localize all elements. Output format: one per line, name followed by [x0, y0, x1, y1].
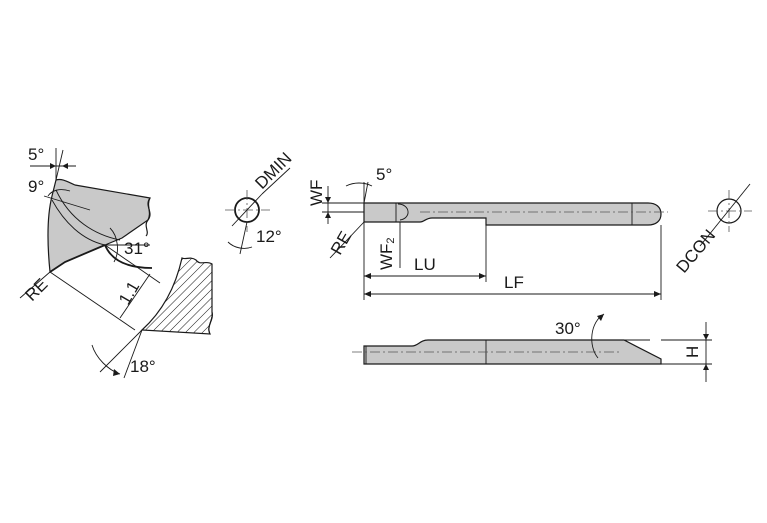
angle-5-line-top: [363, 181, 369, 204]
tool-shank-top: [363, 202, 662, 226]
length-dim-line: [119, 273, 151, 319]
lu-label: LU: [414, 255, 436, 274]
wf-label: WF: [307, 180, 326, 206]
dcon-label: DCON: [673, 226, 720, 277]
cutting-tip-body: [47, 178, 151, 274]
angle-31-label: 31°: [124, 239, 150, 258]
arrow-icon: [703, 334, 709, 340]
dcon-dim-line: [699, 183, 751, 247]
angle-18-line: [99, 329, 143, 373]
h-label: H: [683, 346, 702, 358]
angle-5-arc-top: [345, 182, 373, 187]
arrow-icon: [654, 291, 661, 297]
arrow-icon: [325, 212, 331, 218]
arrow-icon: [479, 273, 486, 279]
arrow-icon: [597, 314, 604, 321]
angle-18-arc: [91, 344, 121, 375]
angle-9-arc: [47, 189, 71, 197]
angle-31-arc: [109, 227, 118, 263]
tip-edge-line: [55, 189, 121, 241]
arrow-icon: [703, 364, 709, 370]
angle-12-arc: [227, 241, 253, 249]
re-label: RE: [21, 275, 51, 305]
min-bore-view: DMIN 12°: [225, 149, 296, 255]
arrow-icon: [62, 163, 68, 169]
workpiece-section: [140, 257, 213, 335]
side-view: 30° H: [352, 313, 712, 382]
top-angle-label: 5°: [376, 165, 392, 184]
arrow-icon: [325, 197, 331, 203]
tip-detail-view: 5° 9° 31° RE 1.1 18°: [19, 145, 213, 379]
length-ext-line-2: [104, 244, 161, 284]
re-leader-top: [329, 221, 365, 259]
dmin-label: DMIN: [251, 149, 295, 193]
top-view: WF 5° RE WF2 LU LF DCON: [307, 165, 752, 300]
angle-9-label: 9°: [28, 177, 44, 196]
arrow-icon: [50, 163, 56, 169]
re-label-top: RE: [327, 228, 355, 258]
dmin-leader: [261, 167, 291, 195]
angle-5-line: [55, 149, 64, 181]
angle-18-label: 18°: [130, 357, 156, 376]
angle-12-line: [239, 221, 248, 255]
wf2-label: WF2: [377, 237, 397, 270]
cutting-edge-flank: [104, 244, 153, 269]
dmin-dim-line: [231, 193, 263, 227]
angle-9-line: [43, 195, 91, 211]
angle-18-line-2: [123, 329, 143, 379]
cutting-edge: [49, 244, 106, 273]
arrow-icon: [364, 291, 371, 297]
lf-label: LF: [504, 273, 524, 292]
angle-5-label: 5°: [28, 145, 44, 164]
tool-shank-side: [363, 339, 662, 365]
arrow-icon: [364, 273, 371, 279]
arrow-icon: [113, 369, 120, 376]
workpiece-break: [208, 311, 213, 335]
tip-break-line: [145, 197, 151, 237]
angle-12-label: 12°: [256, 227, 282, 246]
re-leader: [19, 271, 51, 299]
tip-curve: [397, 203, 409, 221]
length-ext-line: [49, 271, 136, 331]
angle-30-label: 30°: [555, 319, 581, 338]
tip-edge-line-2: [51, 199, 106, 246]
length-label: 1.1: [115, 278, 143, 308]
